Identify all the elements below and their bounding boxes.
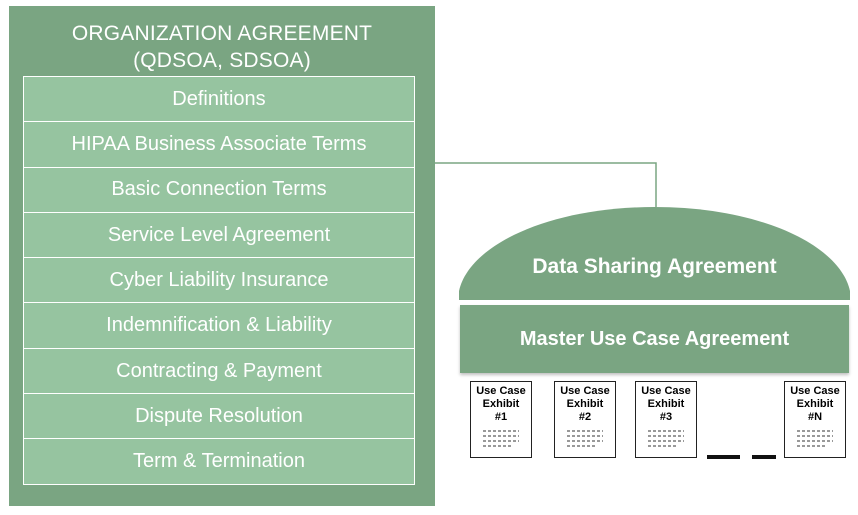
agreement-terms-list: Definitions HIPAA Business Associate Ter… [23,76,415,486]
exhibit-title: Use Case Exhibit #3 [641,385,691,423]
ellipsis-dash [707,455,740,459]
term-definitions: Definitions [23,76,415,123]
use-case-exhibit-3: Use Case Exhibit #3 [635,381,697,458]
organization-agreement-panel: ORGANIZATION AGREEMENT (QDSOA, SDSOA) De… [9,6,435,506]
exhibit-title: Use Case Exhibit #N [790,385,840,423]
master-use-case-agreement-box: Master Use Case Agreement [460,305,849,373]
organization-agreement-title-line2: (QDSOA, SDSOA) [133,49,311,72]
term-term-termination: Term & Termination [23,438,415,486]
use-case-exhibit-n: Use Case Exhibit #N [784,381,846,458]
exhibit-title: Use Case Exhibit #1 [476,385,526,423]
term-indemnification-liability: Indemnification & Liability [23,302,415,350]
organization-agreement-title-line1: ORGANIZATION AGREEMENT [71,22,373,45]
exhibit-title: Use Case Exhibit #2 [560,385,610,423]
term-hipaa-business-associate: HIPAA Business Associate Terms [23,121,415,169]
ellipsis-dash [752,455,776,459]
term-service-level-agreement: Service Level Agreement [23,211,415,259]
use-case-exhibit-1: Use Case Exhibit #1 [470,381,532,458]
term-dispute-resolution: Dispute Resolution [23,393,415,440]
term-cyber-liability-insurance: Cyber Liability Insurance [23,257,415,304]
master-use-case-agreement-label: Master Use Case Agreement [519,327,790,350]
document-lines-icon [648,430,684,447]
data-sharing-agreement-label: Data Sharing Agreement [532,255,777,278]
term-contracting-payment: Contracting & Payment [23,347,415,395]
document-lines-icon [797,430,833,447]
document-lines-icon [483,430,519,447]
term-basic-connection: Basic Connection Terms [23,166,415,214]
data-sharing-agreement-dome [459,207,850,300]
organization-agreement-title: ORGANIZATION AGREEMENT (QDSOA, SDSOA) [9,20,435,74]
document-lines-icon [567,430,603,447]
use-case-exhibit-2: Use Case Exhibit #2 [554,381,616,458]
